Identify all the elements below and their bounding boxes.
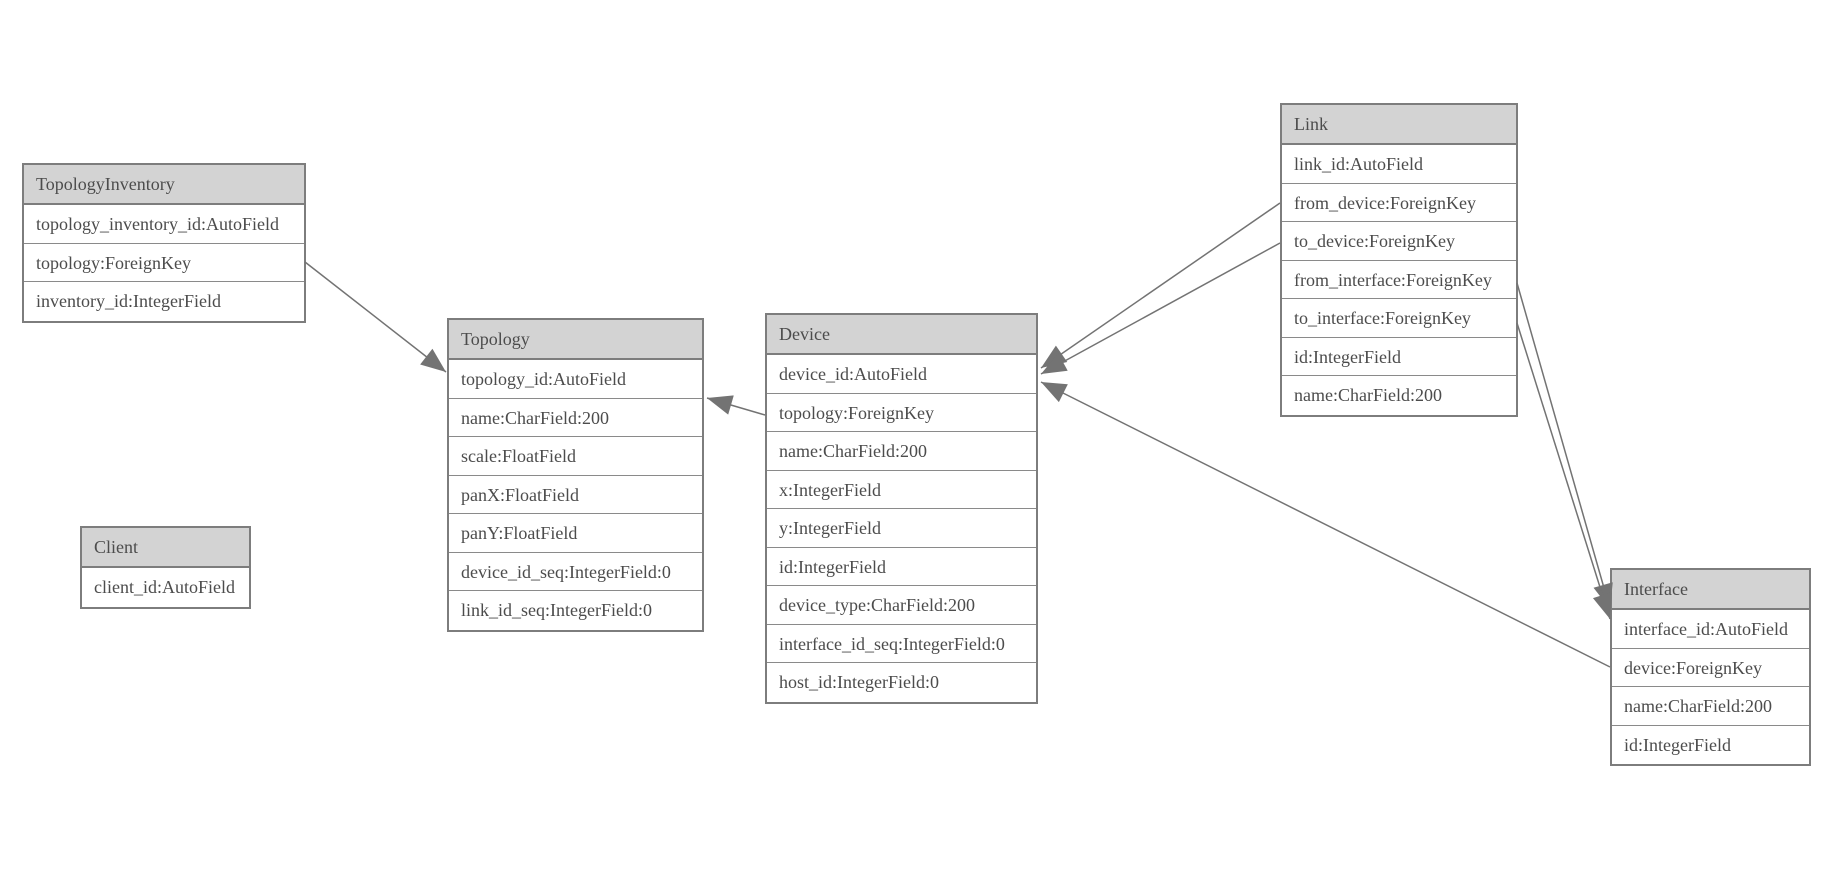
connector-device-to-topology: [706, 395, 766, 416]
entity-interface[interactable]: Interface interface_id:AutoField device:…: [1610, 568, 1811, 766]
field-id: id:IntegerField: [767, 547, 1036, 586]
field-topology-fk: topology:ForeignKey: [24, 243, 304, 282]
field-topology-id: topology_id:AutoField: [449, 360, 702, 399]
connector-link-todevice-to-device: [1040, 242, 1281, 375]
entity-client-title: Client: [82, 528, 249, 568]
field-id: id:IntegerField: [1612, 725, 1809, 764]
field-name: name:CharField:200: [1612, 687, 1809, 726]
field-interface-id-seq: interface_id_seq:IntegerField:0: [767, 624, 1036, 663]
entity-client[interactable]: Client client_id:AutoField: [80, 526, 251, 609]
field-scale: scale:FloatField: [449, 437, 702, 476]
entity-topologyinventory[interactable]: TopologyInventory topology_inventory_id:…: [22, 163, 306, 323]
field-interface-id: interface_id:AutoField: [1612, 610, 1809, 649]
field-link-id: link_id:AutoField: [1282, 145, 1516, 184]
entity-topology-title: Topology: [449, 320, 702, 360]
entity-link[interactable]: Link link_id:AutoField from_device:Forei…: [1280, 103, 1518, 417]
field-topology-fk: topology:ForeignKey: [767, 393, 1036, 432]
field-device-id-seq: device_id_seq:IntegerField:0: [449, 552, 702, 591]
entity-device[interactable]: Device device_id:AutoField topology:Fore…: [765, 313, 1038, 704]
entity-topology[interactable]: Topology topology_id:AutoField name:Char…: [447, 318, 704, 632]
entity-link-title: Link: [1282, 105, 1516, 145]
field-name: name:CharField:200: [1282, 376, 1516, 415]
field-device-fk: device:ForeignKey: [1612, 648, 1809, 687]
entity-device-title: Device: [767, 315, 1036, 355]
field-device-id: device_id:AutoField: [767, 355, 1036, 394]
field-host-id: host_id:IntegerField:0: [767, 663, 1036, 702]
field-device-type: device_type:CharField:200: [767, 586, 1036, 625]
field-to-device: to_device:ForeignKey: [1282, 222, 1516, 261]
connector-topologyinventory-to-topology: [304, 261, 447, 373]
field-topology-inventory-id: topology_inventory_id:AutoField: [24, 205, 304, 244]
field-id: id:IntegerField: [1282, 337, 1516, 376]
field-inventory-id: inventory_id:IntegerField: [24, 282, 304, 321]
field-client-id: client_id:AutoField: [82, 568, 249, 607]
field-name: name:CharField:200: [449, 398, 702, 437]
field-y: y:IntegerField: [767, 509, 1036, 548]
entity-interface-title: Interface: [1612, 570, 1809, 610]
field-x: x:IntegerField: [767, 470, 1036, 509]
field-link-id-seq: link_id_seq:IntegerField:0: [449, 591, 702, 630]
connector-link-frominterface-to-interface: [1516, 282, 1613, 610]
field-from-interface: from_interface:ForeignKey: [1282, 260, 1516, 299]
entity-topologyinventory-title: TopologyInventory: [24, 165, 304, 205]
connector-interface-device-to-device: [1040, 381, 1611, 668]
field-pany: panY:FloatField: [449, 514, 702, 553]
field-from-device: from_device:ForeignKey: [1282, 183, 1516, 222]
field-to-interface: to_interface:ForeignKey: [1282, 299, 1516, 338]
field-panx: panX:FloatField: [449, 475, 702, 514]
connector-link-tointerface-to-interface: [1516, 322, 1613, 620]
connector-link-fromdevice-to-device: [1040, 202, 1281, 369]
field-name: name:CharField:200: [767, 432, 1036, 471]
